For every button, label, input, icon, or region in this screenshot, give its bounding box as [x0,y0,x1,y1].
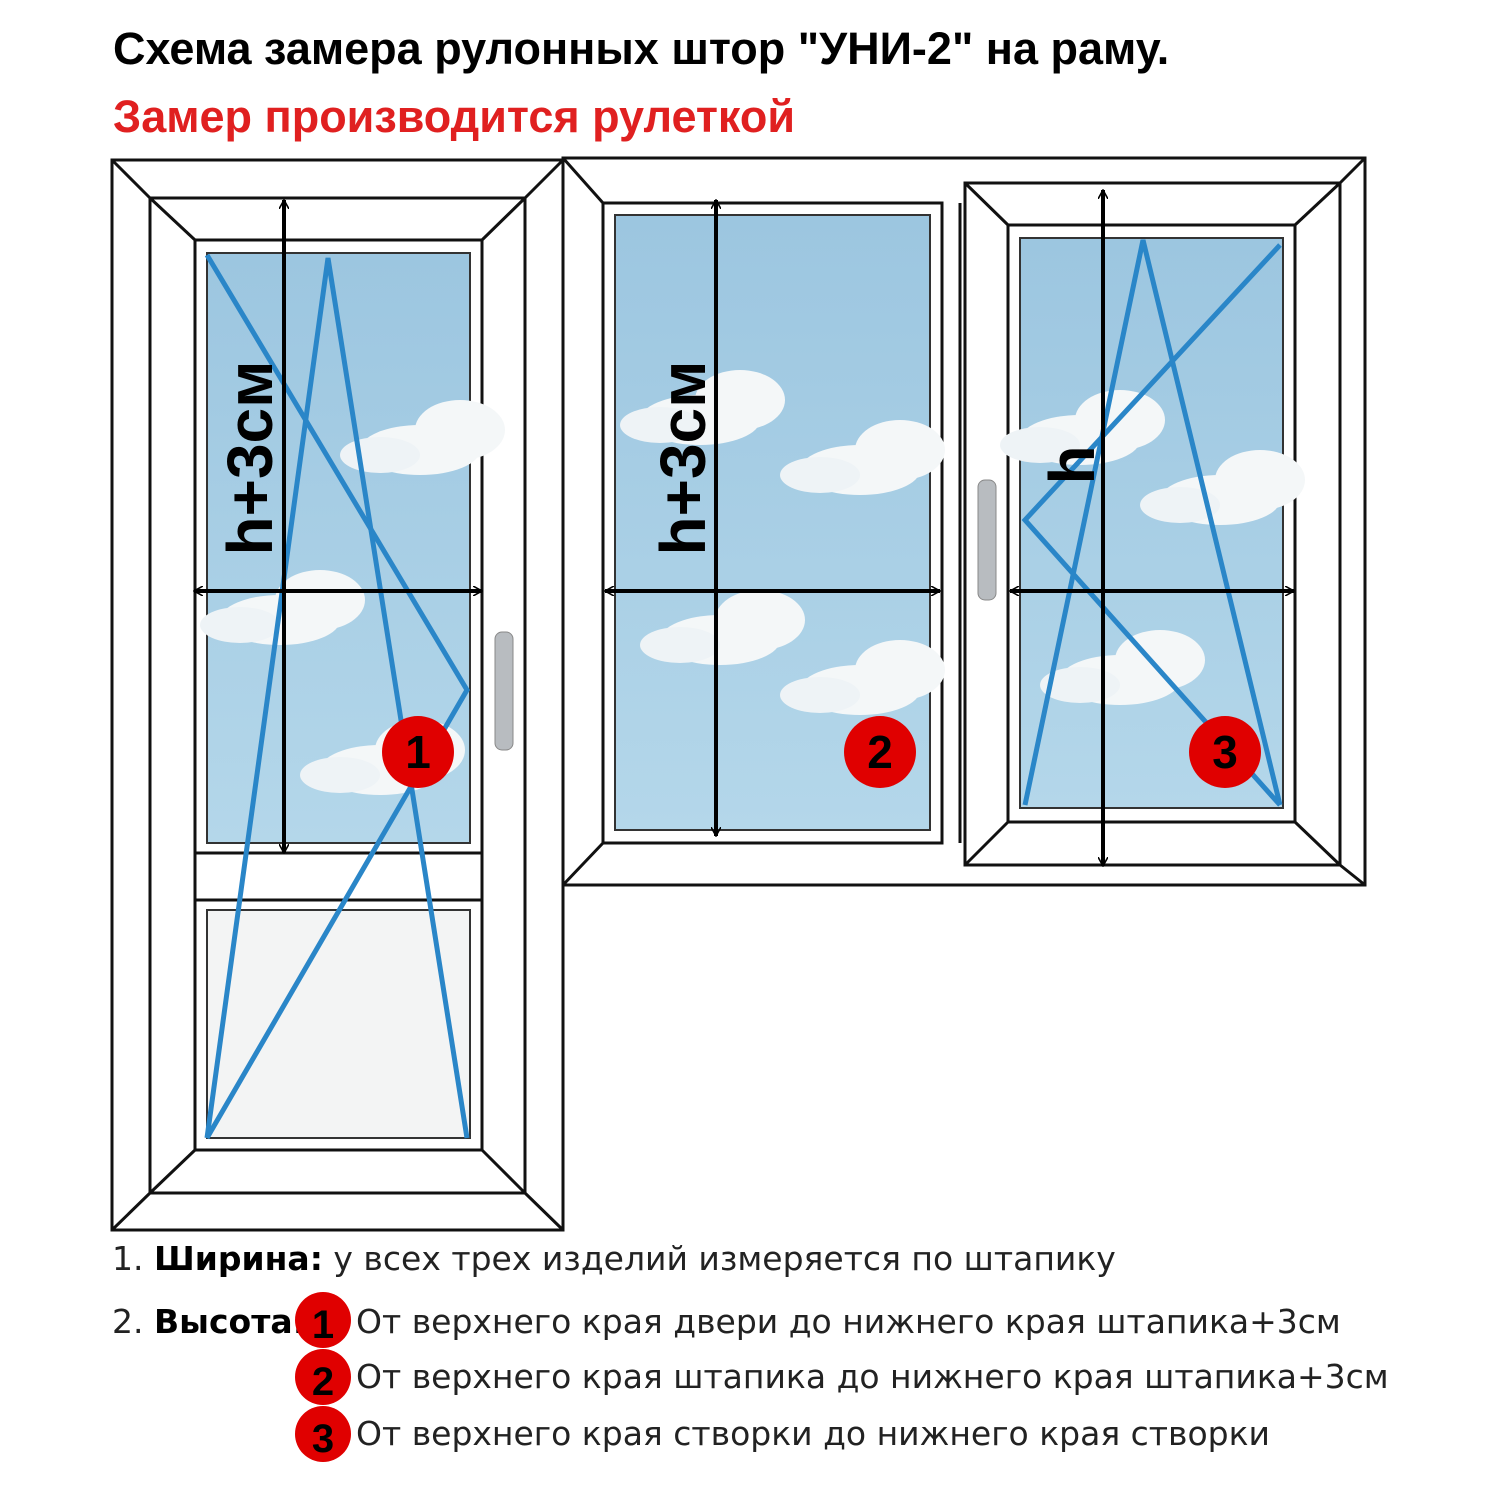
svg-text:От верхнего края створки до ни: От верхнего края створки до нижнего края… [356,1414,1270,1453]
height-item-3: 3 От верхнего края створки до нижнего кра… [295,1406,1270,1462]
door-handle-icon [494,631,514,751]
balcony-door [110,158,565,1232]
page-title: Схема замера рулонных штор "УНИ-2" на ра… [113,23,1169,74]
svg-text:2: 2 [312,1360,334,1404]
marker-3: 3 [1189,716,1261,788]
height-item-1: 1 От верхнего края двери до нижнего края … [295,1292,1341,1348]
svg-text:1: 1 [405,726,431,778]
door-panel [206,909,471,1139]
right-height-label: h [1036,445,1108,484]
svg-text:3: 3 [1212,726,1238,778]
page-subtitle: Замер производится рулеткой [113,91,795,142]
svg-text:2. Высота:: 2. Высота: [112,1302,306,1341]
marker-1: 1 [382,716,454,788]
svg-text:1. Ширина: у всех трех изделий: 1. Ширина: у всех трех изделий измеряетс… [112,1239,1116,1278]
height-item-2: 2 От верхнего края штапика до нижнего кра… [295,1349,1389,1405]
marker-2: 2 [844,716,916,788]
middle-height-label: h+3см [647,361,719,556]
svg-text:От верхнего края штапика до ни: От верхнего края штапика до нижнего края… [356,1357,1389,1396]
width-note: 1. Ширина: у всех трех изделий измеряетс… [112,1239,1116,1278]
door-height-label: h+3см [214,361,286,556]
height-note: 2. Высота: 1 От верхнего края двери до ни… [112,1292,1389,1462]
window-sash [963,181,1342,867]
svg-text:3: 3 [312,1417,334,1461]
svg-text:1: 1 [312,1303,334,1347]
svg-text:2: 2 [867,726,893,778]
window-handle-icon [977,479,997,601]
measurement-arrows [194,190,1294,866]
svg-text:От верхнего края двери до нижн: От верхнего края двери до нижнего края ш… [356,1302,1341,1341]
